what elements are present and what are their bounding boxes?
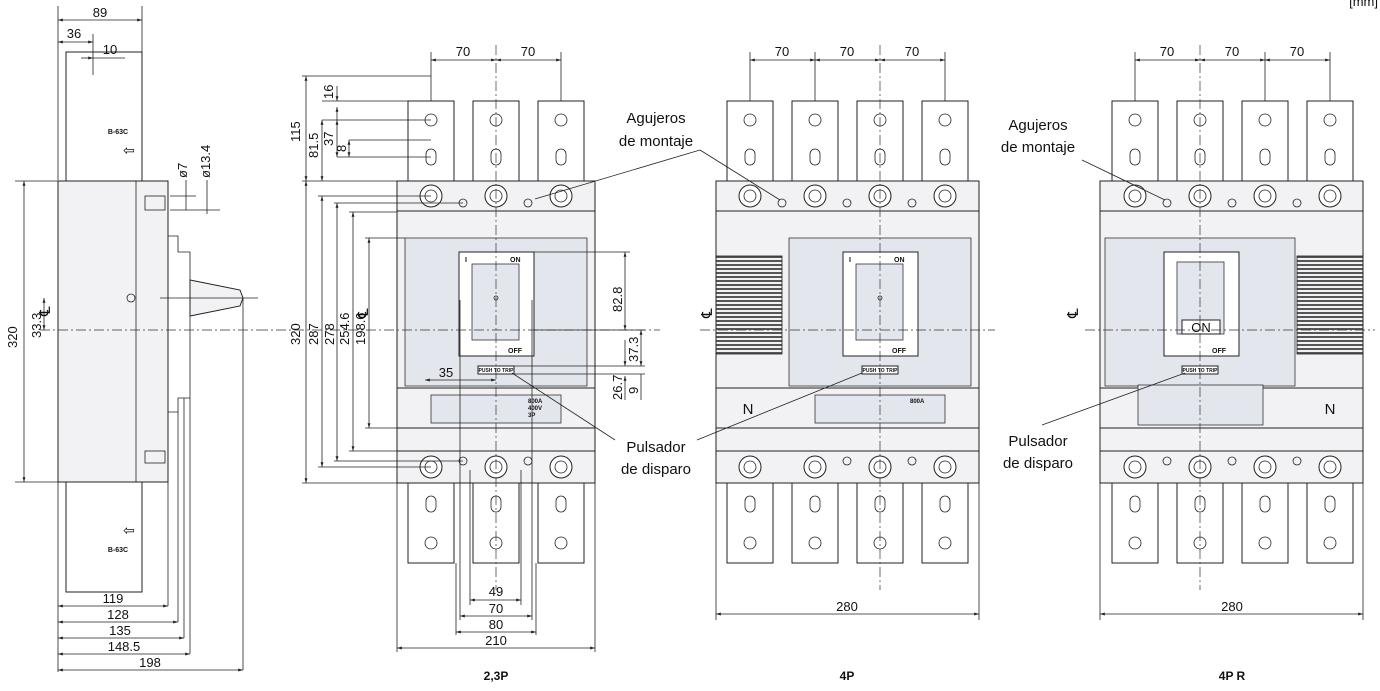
callout-mount-holes-1: Agujeros bbox=[626, 110, 685, 127]
dim-4pr-70-c: 70 bbox=[1290, 44, 1304, 59]
dim-70-bottom: 70 bbox=[489, 601, 503, 616]
callout-mount-holes-4pr-2: de montaje bbox=[1001, 139, 1075, 156]
dim-70-b: 70 bbox=[521, 44, 535, 59]
dim-278: 278 bbox=[322, 323, 337, 345]
dim-320: 320 bbox=[5, 326, 20, 348]
callout-trip-2: de disparo bbox=[621, 461, 691, 478]
dim-4p-280: 280 bbox=[836, 599, 858, 614]
side-view: B-63C ⇦ ⇦ B-63C 89 36 10 ø7 ø13.4 320 33… bbox=[5, 5, 258, 672]
handle-i-4p: I bbox=[849, 257, 851, 264]
view-3p: I ON OFF PUSH TO TRIP 800A 400V 3P ℄ 70 … bbox=[258, 44, 660, 683]
view-4pr: N ON OFF PUSH TO TRIP ℄ 70 70 70 280 4P bbox=[1065, 44, 1375, 683]
dim-70-a: 70 bbox=[456, 44, 470, 59]
dim-26-7: 26.7 bbox=[610, 375, 625, 400]
dim-198: 198 bbox=[139, 655, 161, 670]
handle-i: I bbox=[465, 257, 467, 264]
dim-36: 36 bbox=[67, 26, 81, 41]
dim-9: 9 bbox=[626, 387, 641, 394]
handle-off: OFF bbox=[508, 348, 523, 355]
dim-210: 210 bbox=[485, 633, 507, 648]
centerline-symbol: ℄ bbox=[37, 306, 54, 317]
dim-287: 287 bbox=[306, 323, 321, 345]
view-4p: N I ON OFF PUSH TO TRIP 800A ℄ 70 70 70 bbox=[699, 44, 995, 683]
dim-4p-70-a: 70 bbox=[775, 44, 789, 59]
dim-35: 35 bbox=[439, 365, 453, 380]
dim-4pr-280: 280 bbox=[1221, 599, 1243, 614]
neutral-label-4p: N bbox=[743, 401, 754, 418]
dim-128: 128 bbox=[107, 607, 129, 622]
dim-10: 10 bbox=[103, 42, 117, 57]
dim-135: 135 bbox=[109, 623, 131, 638]
dim-37: 37 bbox=[321, 132, 336, 146]
rating-1: 800A bbox=[528, 399, 543, 405]
neutral-label-4pr: N bbox=[1325, 401, 1336, 418]
dim-4p-70-c: 70 bbox=[905, 44, 919, 59]
handle-on-big: ON bbox=[1191, 320, 1211, 335]
handle-off-4pr: OFF bbox=[1212, 348, 1227, 355]
dim-320-3p: 320 bbox=[288, 323, 303, 345]
dim-8: 8 bbox=[334, 145, 349, 152]
dim-82-8: 82.8 bbox=[610, 287, 625, 312]
units-label: [mm] bbox=[1349, 0, 1378, 9]
callout-trip-1: Pulsador bbox=[626, 439, 685, 456]
dim-148-5: 148.5 bbox=[108, 639, 141, 654]
arrow-left-icon: ⇦ bbox=[123, 522, 135, 538]
dim-49: 49 bbox=[489, 584, 503, 599]
dim-37-3: 37.3 bbox=[626, 337, 641, 362]
callout-trip-4pr-1: Pulsador bbox=[1008, 433, 1067, 450]
caption-3p: 2,3P bbox=[484, 669, 509, 683]
centerline-symbol-4p: ℄ bbox=[699, 308, 716, 319]
callout-mount-holes-4pr-1: Agujeros bbox=[1008, 117, 1067, 134]
centerline-symbol-3p: ℄ bbox=[355, 308, 372, 319]
dim-89: 89 bbox=[93, 5, 107, 20]
rating-4p-1: 800A bbox=[910, 399, 925, 405]
caption-4p: 4P bbox=[840, 669, 855, 683]
dim-115: 115 bbox=[288, 121, 303, 142]
dim-198-6: 198.6 bbox=[353, 312, 368, 345]
dim-dia13-4: ø13.4 bbox=[198, 145, 213, 178]
dim-119: 119 bbox=[103, 591, 124, 606]
dim-4p-70-b: 70 bbox=[840, 44, 854, 59]
dim-16: 16 bbox=[321, 85, 336, 99]
callouts: Agujeros de montaje Pulsador de disparo … bbox=[511, 110, 1186, 478]
plate-text-top: B-63C bbox=[108, 129, 128, 136]
handle-off-4p: OFF bbox=[892, 348, 907, 355]
callout-mount-holes-2: de montaje bbox=[619, 133, 693, 150]
handle-on-4p: ON bbox=[894, 257, 905, 264]
callout-trip-4pr-2: de disparo bbox=[1003, 455, 1073, 472]
caption-4pr: 4P R bbox=[1219, 669, 1246, 683]
dim-80: 80 bbox=[489, 617, 503, 632]
dim-254-6: 254.6 bbox=[337, 312, 352, 345]
arrow-left-icon: ⇦ bbox=[123, 142, 135, 158]
dim-81-5: 81.5 bbox=[306, 133, 321, 158]
handle-on: ON bbox=[510, 257, 521, 264]
dim-dia7: ø7 bbox=[175, 163, 190, 178]
rating-2: 400V bbox=[528, 406, 542, 412]
dim-33-3: 33.3 bbox=[29, 313, 44, 338]
dim-4pr-70-a: 70 bbox=[1160, 44, 1174, 59]
dim-4pr-70-b: 70 bbox=[1225, 44, 1239, 59]
plate-text-bottom: B-63C bbox=[108, 547, 128, 554]
centerline-symbol-4pr: ℄ bbox=[1065, 308, 1082, 319]
